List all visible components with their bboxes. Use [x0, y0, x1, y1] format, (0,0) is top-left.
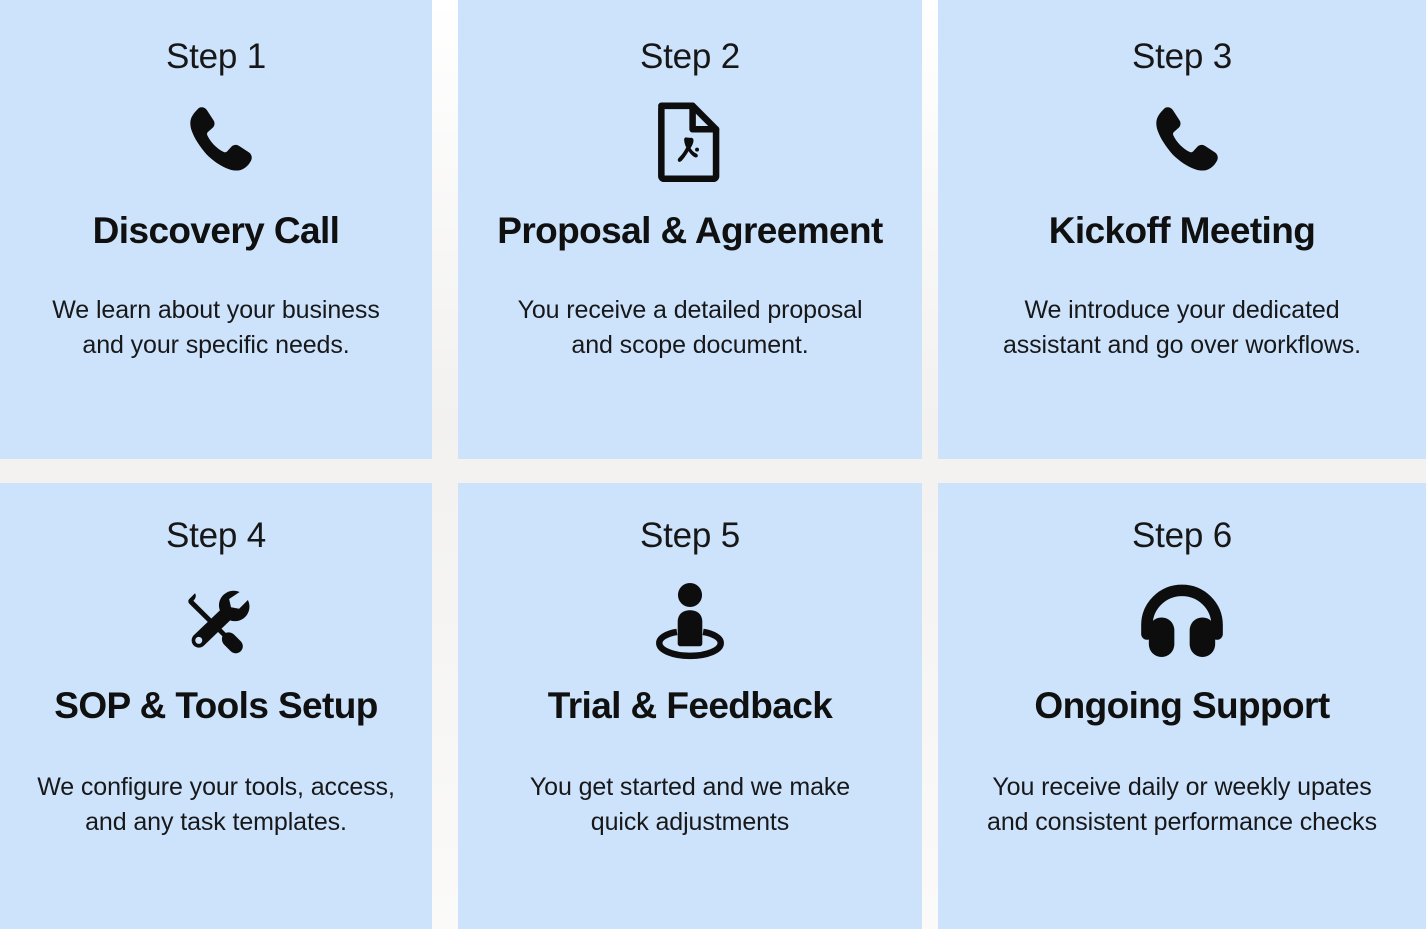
- step-title: Trial & Feedback: [547, 685, 833, 726]
- step-number-label: Step 4: [166, 516, 266, 555]
- step-title: Proposal & Agreement: [497, 210, 883, 251]
- step-description: We learn about your business and your sp…: [52, 295, 380, 360]
- person-in-circle-icon: [652, 579, 728, 661]
- step-card-2[interactable]: Step 2 Proposal & Agreement You receive …: [458, 0, 922, 459]
- headphones-icon: [1136, 579, 1228, 661]
- step-number-label: Step 1: [166, 37, 266, 76]
- step-title: Ongoing Support: [1034, 685, 1330, 726]
- step-number-label: Step 5: [640, 516, 740, 555]
- tools-icon: [176, 579, 256, 661]
- step-description: We configure your tools, access, and any…: [37, 772, 395, 837]
- step-number-label: Step 6: [1132, 516, 1232, 555]
- step-card-6[interactable]: Step 6 Ongoing Support You receive daily…: [938, 483, 1426, 929]
- phone-icon: [1141, 98, 1223, 184]
- step-card-1[interactable]: Step 1 Discovery Call We learn about you…: [0, 0, 432, 459]
- step-description: You receive daily or weekly upates and c…: [987, 772, 1377, 837]
- pdf-document-icon: [652, 98, 728, 184]
- step-card-4[interactable]: Step 4 SOP & Tools Setup We configure yo…: [0, 483, 432, 929]
- step-card-5[interactable]: Step 5 Trial & Feedback You get started …: [458, 483, 922, 929]
- step-description: We introduce your dedicated assistant an…: [1002, 295, 1362, 360]
- step-title: SOP & Tools Setup: [54, 685, 378, 726]
- phone-icon: [175, 98, 257, 184]
- step-description: You receive a detailed proposal and scop…: [517, 295, 863, 360]
- step-description: You get started and we make quick adjust…: [529, 772, 851, 837]
- step-title: Discovery Call: [92, 210, 340, 251]
- step-card-3[interactable]: Step 3 Kickoff Meeting We introduce your…: [938, 0, 1426, 459]
- step-number-label: Step 2: [640, 37, 740, 76]
- step-title: Kickoff Meeting: [1048, 210, 1316, 251]
- step-number-label: Step 3: [1132, 37, 1232, 76]
